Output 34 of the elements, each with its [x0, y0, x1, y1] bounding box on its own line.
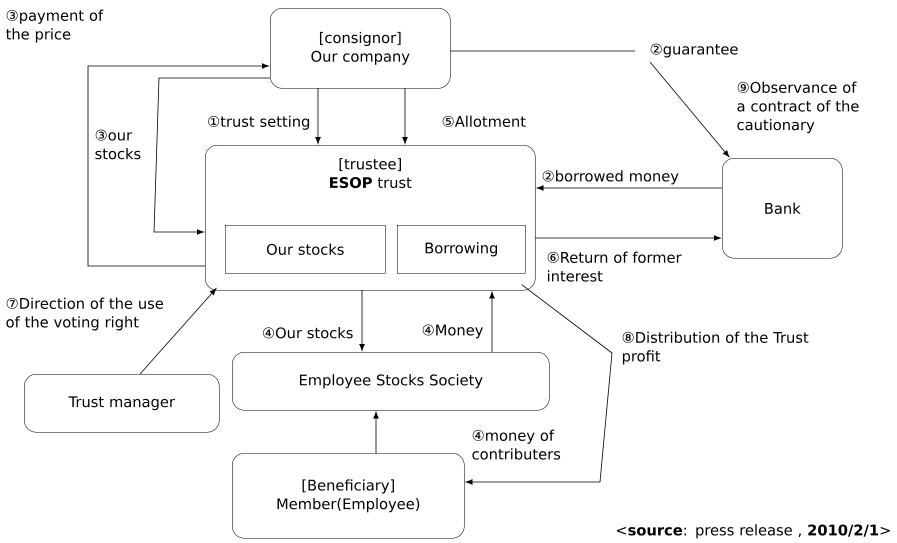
edge-label: ①trust setting	[208, 116, 310, 130]
arrow	[650, 62, 730, 158]
edge-label: ④Money	[422, 324, 483, 338]
arrow	[489, 292, 495, 352]
edge-label: ③our stocks	[95, 130, 140, 160]
arrow	[536, 185, 722, 191]
edge-label: ⑧Distribution of the Trust profit	[622, 332, 808, 364]
arrow	[373, 412, 379, 454]
arrow	[402, 88, 408, 144]
edge-label: ⑨Observance of a contract of the cautionary	[737, 82, 859, 134]
entity-box: [Beneficiary] Member(Employee)	[232, 452, 465, 539]
entity-box: Employee Stocks Society	[232, 352, 550, 411]
edge-label: ⑥Return of former interest	[548, 252, 682, 282]
arrow	[359, 290, 365, 351]
arrow	[88, 63, 269, 266]
arrow	[154, 78, 270, 235]
arrow	[315, 88, 321, 144]
edge-label: ⑤Allotment	[442, 116, 526, 127]
asset-box: Borrowing	[397, 225, 526, 274]
note-label: ④money of contributers	[472, 430, 560, 460]
arrow	[535, 235, 721, 241]
asset-box: Our stocks	[225, 225, 386, 274]
arrow	[140, 288, 216, 374]
edge-label: ④Our stocks	[263, 327, 353, 338]
connector-line	[450, 50, 636, 52]
edge-label: ③payment of the price	[6, 10, 104, 42]
source-note: <source: press release , 2010/2/1>	[616, 524, 890, 538]
edge-label: ②borrowed money	[542, 170, 678, 184]
edge-label: ⑦Direction of the use of the voting right	[6, 298, 164, 330]
entity-box: [consignor] Our company	[270, 8, 451, 89]
edge-label: ②guarantee	[650, 44, 738, 58]
entity-box: Bank	[722, 158, 843, 259]
entity-box: Trust manager	[24, 374, 220, 433]
arrow	[466, 284, 612, 485]
